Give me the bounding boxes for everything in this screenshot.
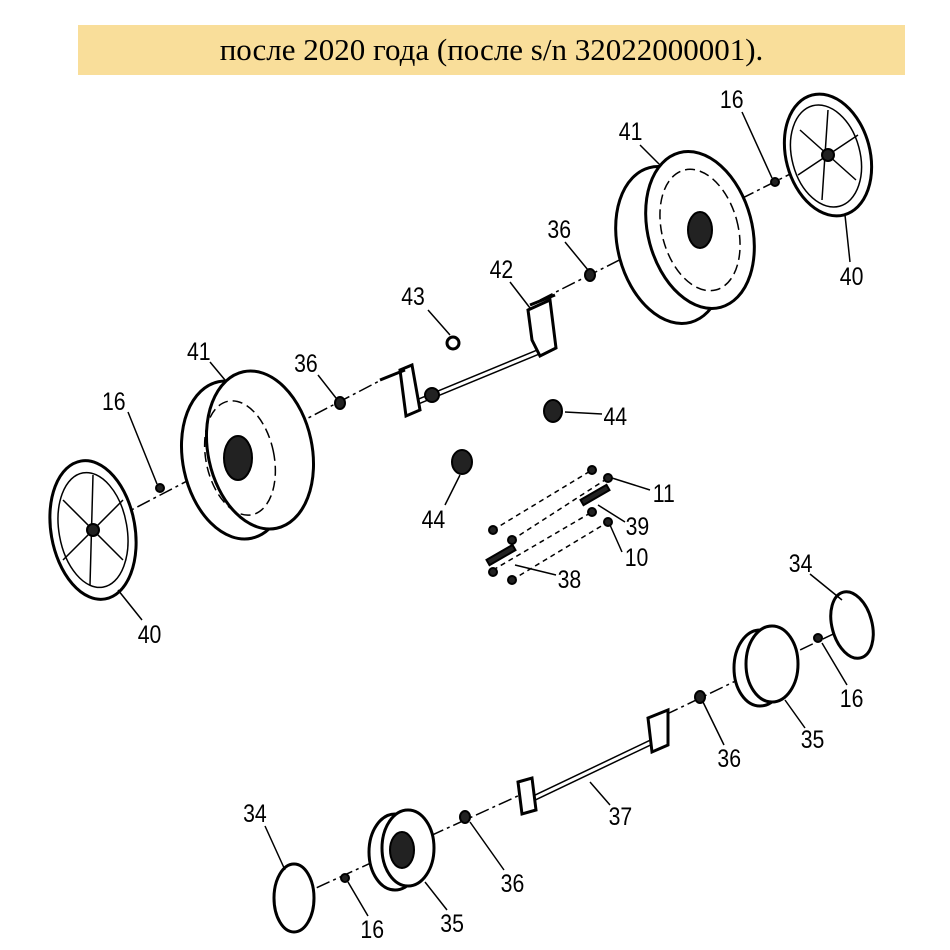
callout-36: 36 xyxy=(501,869,525,897)
hubcap-left xyxy=(48,459,138,601)
rear-axle xyxy=(516,707,670,816)
callout-44: 44 xyxy=(604,402,628,430)
callout-42: 42 xyxy=(490,255,514,283)
header-title: после 2020 года (после s/n 32022000001). xyxy=(219,32,764,67)
callout-11: 11 xyxy=(653,479,675,507)
header-banner: после 2020 года (после s/n 32022000001). xyxy=(78,25,905,75)
callout-39: 39 xyxy=(626,512,650,540)
hubcap-small-right xyxy=(829,590,875,660)
callout-36: 36 xyxy=(547,215,571,243)
callout-36: 36 xyxy=(717,744,741,772)
wheel-large-left xyxy=(179,369,316,541)
bushing-44-right xyxy=(543,399,563,423)
callout-16: 16 xyxy=(102,387,126,415)
callout-44: 44 xyxy=(422,505,446,533)
bushing-44-left xyxy=(451,449,473,475)
wheel-small-left xyxy=(367,808,436,892)
bracket-kit xyxy=(485,465,613,585)
callout-38: 38 xyxy=(558,565,582,593)
wheel-large-right xyxy=(614,150,756,325)
callout-41: 41 xyxy=(187,337,211,365)
callout-37: 37 xyxy=(609,802,633,830)
leader-lines xyxy=(117,111,851,917)
callout-36: 36 xyxy=(294,349,318,377)
front-axle xyxy=(379,293,558,419)
callout-35: 35 xyxy=(801,725,825,753)
hubcap-right xyxy=(782,92,874,218)
callout-40: 40 xyxy=(840,262,864,290)
hubcap-small-left xyxy=(272,862,316,934)
callout-41: 41 xyxy=(619,117,643,145)
callout-35: 35 xyxy=(440,909,464,937)
callout-43: 43 xyxy=(401,282,425,310)
callout-34: 34 xyxy=(789,549,813,577)
callout-40: 40 xyxy=(138,620,162,648)
callout-16: 16 xyxy=(360,915,384,943)
wheel-small-right xyxy=(732,624,800,708)
callout-34: 34 xyxy=(243,799,267,827)
callout-labels: 16 41 36 42 40 43 41 36 16 44 44 11 39 1… xyxy=(102,85,863,943)
callout-10: 10 xyxy=(625,543,649,571)
callout-16: 16 xyxy=(720,85,744,113)
fasteners xyxy=(155,177,823,883)
callout-16: 16 xyxy=(840,684,864,712)
